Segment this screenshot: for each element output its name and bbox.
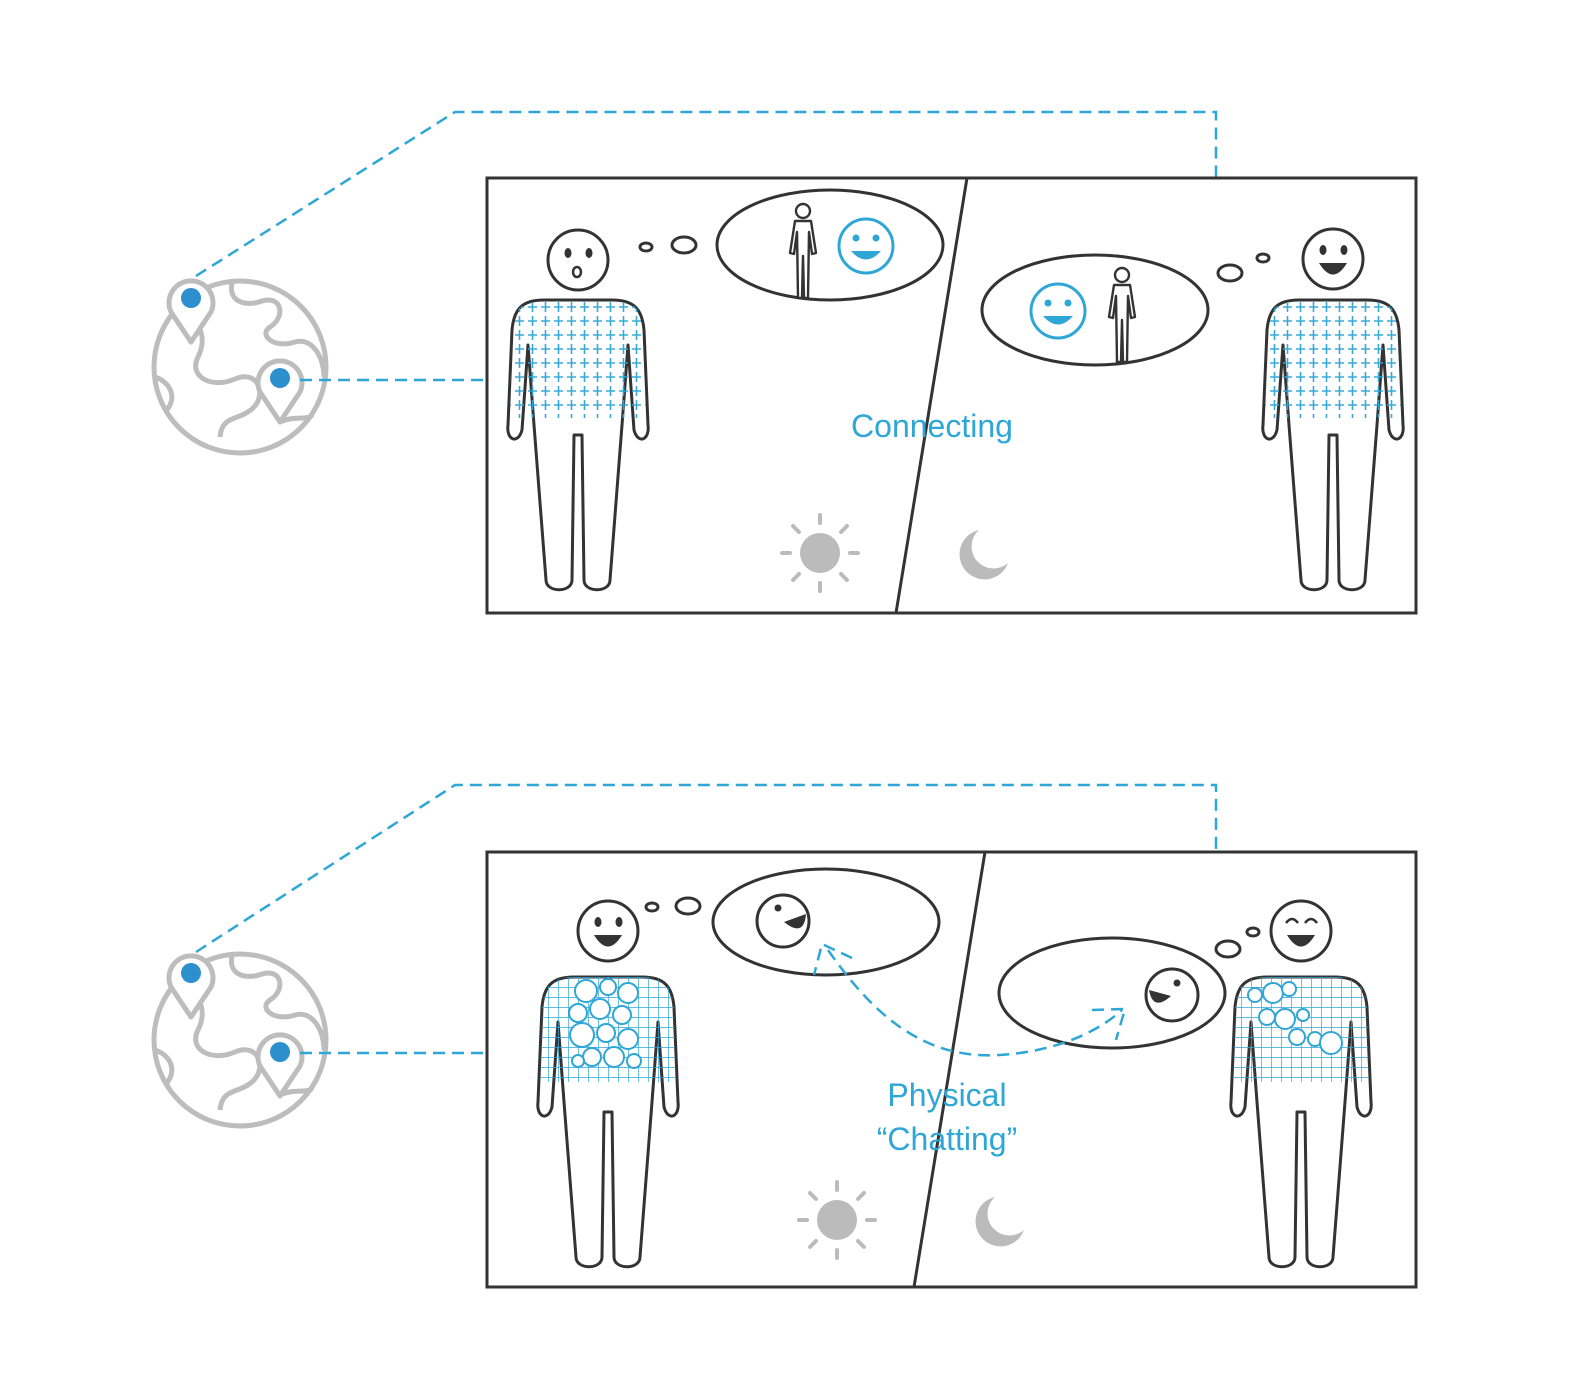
- scene-divider: [912, 851, 987, 1288]
- connector-line-top: [195, 783, 1218, 954]
- smiley-icon: [1029, 282, 1087, 340]
- thought-bubble-left: [644, 867, 941, 977]
- caption-physical: Physical: [887, 1077, 1006, 1113]
- person-left: [506, 228, 650, 592]
- thought-bubble-right: [980, 252, 1271, 367]
- panel-connecting: Connecting: [154, 110, 1418, 615]
- caption-connecting: Connecting: [851, 408, 1013, 444]
- connector-line-top: [195, 110, 1218, 278]
- caption-chatting: “Chatting”: [877, 1121, 1018, 1157]
- panel-physical-chatting: Physical “Chatting”: [154, 783, 1418, 1289]
- person-icon: [788, 202, 818, 300]
- sun-icon: [797, 1180, 877, 1260]
- thought-bubble-left: [638, 188, 945, 302]
- smiley-icon: [755, 893, 811, 949]
- person-right: [1261, 227, 1405, 592]
- face-laughing: [576, 899, 640, 963]
- sun-icon: [780, 513, 860, 593]
- scene-divider: [894, 177, 969, 614]
- face-laughing: [1301, 227, 1365, 291]
- person-icon: [1107, 266, 1137, 364]
- face-surprised: [546, 228, 610, 292]
- scene-frame: [485, 176, 1418, 615]
- person-left: [536, 899, 680, 1269]
- person-right: [1229, 899, 1373, 1269]
- smiley-icon: [1144, 967, 1200, 1023]
- thought-bubble-right: [997, 926, 1261, 1050]
- smiley-icon: [837, 217, 895, 275]
- scene-frame: [485, 850, 1418, 1289]
- moon-icon: [959, 530, 1008, 580]
- moon-icon: [975, 1197, 1024, 1247]
- face-grinning: [1269, 899, 1333, 963]
- exchange-arrow: [812, 942, 1127, 1057]
